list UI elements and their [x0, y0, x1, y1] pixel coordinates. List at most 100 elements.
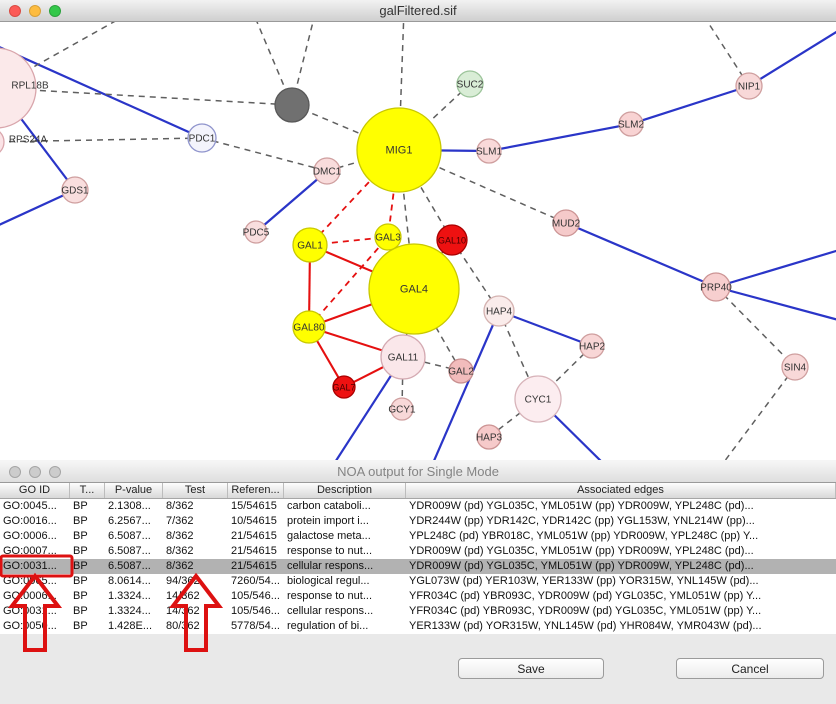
column-header[interactable]: T...: [70, 483, 105, 498]
node-slm1[interactable]: SLM1: [476, 138, 503, 164]
cell-edges: YFR034C (pd) YBR093C, YDR009W (pd) YGL03…: [409, 605, 762, 617]
edge-hap4-hap2[interactable]: [498, 309, 593, 348]
node-pdc5[interactable]: PDC5: [243, 220, 270, 244]
edge-gds1-x[interactable]: [15, 111, 76, 191]
node-gal3[interactable]: GAL3: [374, 223, 402, 251]
zoom-button[interactable]: [49, 5, 61, 17]
node-label: PDC5: [243, 228, 270, 239]
node-sin4[interactable]: SIN4: [781, 353, 809, 381]
close-button-inactive[interactable]: [9, 466, 21, 478]
node-mud2[interactable]: MUD2: [552, 209, 581, 237]
node-label: GAL10: [438, 236, 466, 246]
edge-darkgray-mig1[interactable]: [291, 104, 400, 151]
edge-prp40-x[interactable]: [715, 248, 836, 289]
dialog-buttons: Save Cancel: [0, 658, 836, 680]
node-dmc1[interactable]: DMC1: [313, 157, 342, 185]
edge-prp40-sin4[interactable]: [715, 286, 796, 368]
node-label: GAL1: [297, 241, 323, 252]
noa-window-title: NOA output for Single Mode: [337, 464, 499, 479]
node-label: GAL7: [332, 383, 355, 393]
node-gal7[interactable]: GAL7: [332, 375, 356, 399]
cell-p_value: 6.5087...: [108, 560, 151, 572]
edge-pdc1-rps24a[interactable]: [0, 137, 203, 143]
close-button[interactable]: [9, 5, 21, 17]
node-hap3[interactable]: HAP3: [476, 424, 503, 450]
edge-mud2-mig1[interactable]: [398, 149, 567, 224]
node-prp40[interactable]: PRP40: [700, 272, 732, 302]
cell-edges: YFR034C (pd) YBR093C, YDR009W (pd) YGL03…: [409, 590, 762, 602]
column-header[interactable]: P-value: [105, 483, 163, 498]
node-cyc1[interactable]: CYC1: [514, 375, 562, 423]
node-gcy1[interactable]: GCY1: [388, 397, 416, 421]
cell-test: 7/362: [166, 515, 194, 527]
edge-mud2-prp40[interactable]: [565, 221, 717, 289]
edge-nip1-x[interactable]: [700, 22, 750, 87]
node-gal4[interactable]: GAL4: [368, 243, 460, 335]
edge-gds1-x[interactable]: [0, 189, 76, 230]
node-gds1[interactable]: GDS1: [61, 176, 89, 204]
network-titlebar[interactable]: galFiltered.sif: [0, 0, 836, 22]
node-suc2[interactable]: SUC2: [456, 70, 484, 98]
node-gal11[interactable]: GAL11: [380, 334, 426, 380]
minimize-button[interactable]: [29, 5, 41, 17]
node-rpl18b[interactable]: RPL18B: [0, 47, 49, 129]
node-darkgray[interactable]: [274, 87, 310, 123]
node-hap2[interactable]: HAP2: [579, 333, 606, 359]
node-label: GDS1: [61, 186, 89, 197]
cell-p_value: 1.3324...: [108, 605, 151, 617]
edge-pdc5-dmc1[interactable]: [255, 170, 328, 233]
cell-t: BP: [73, 545, 88, 557]
zoom-button-inactive[interactable]: [49, 466, 61, 478]
edge-gal80-gal3[interactable]: [308, 236, 389, 328]
node-nip1[interactable]: NIP1: [735, 72, 763, 100]
cell-description: regulation of bi...: [287, 620, 369, 632]
node-gal10[interactable]: GAL10: [436, 224, 468, 256]
node-hap4[interactable]: HAP4: [483, 295, 515, 327]
cell-reference: 21/54615: [231, 560, 277, 572]
cell-t: BP: [73, 590, 88, 602]
column-header[interactable]: Test: [163, 483, 228, 498]
column-header[interactable]: Referen...: [228, 483, 284, 498]
cell-description: carbon cataboli...: [287, 500, 371, 512]
cell-go_id: GO:0050...: [3, 620, 57, 632]
node-gal1[interactable]: GAL1: [292, 227, 328, 263]
cancel-button[interactable]: Cancel: [676, 658, 824, 679]
node-gal2[interactable]: GAL2: [448, 358, 474, 384]
node-rps24a[interactable]: RPS24A: [0, 128, 48, 156]
edge-sin4-x[interactable]: [718, 366, 796, 460]
minimize-button-inactive[interactable]: [29, 466, 41, 478]
cell-test: 14/362: [166, 605, 200, 617]
edge-prp40-x[interactable]: [715, 285, 836, 322]
noa-titlebar[interactable]: NOA output for Single Mode: [0, 461, 836, 483]
edge-rpl18b-darkgray[interactable]: [0, 87, 293, 106]
edge-slm2-nip1[interactable]: [630, 84, 750, 126]
node-gal80[interactable]: GAL80: [292, 310, 326, 344]
cell-description: biological regul...: [287, 575, 370, 587]
node-pdc1[interactable]: PDC1: [187, 123, 217, 153]
save-button[interactable]: Save: [458, 658, 604, 679]
edge-nip1-x[interactable]: [748, 26, 836, 87]
node-mig1[interactable]: MIG1: [356, 107, 442, 193]
node-slm2[interactable]: SLM2: [618, 111, 645, 137]
edge-pdc1-dmc1[interactable]: [201, 137, 328, 172]
edge-hap4-x[interactable]: [430, 310, 501, 460]
column-header[interactable]: GO ID: [0, 483, 70, 498]
cell-test: 8/362: [166, 500, 194, 512]
cell-t: BP: [73, 560, 88, 572]
column-header[interactable]: Description: [284, 483, 406, 498]
edge-x-pdc1[interactable]: [0, 42, 203, 140]
edge-slm1-slm2[interactable]: [488, 122, 632, 153]
edge-gal11-gcy1[interactable]: [401, 356, 404, 410]
column-header[interactable]: Associated edges: [406, 483, 836, 498]
